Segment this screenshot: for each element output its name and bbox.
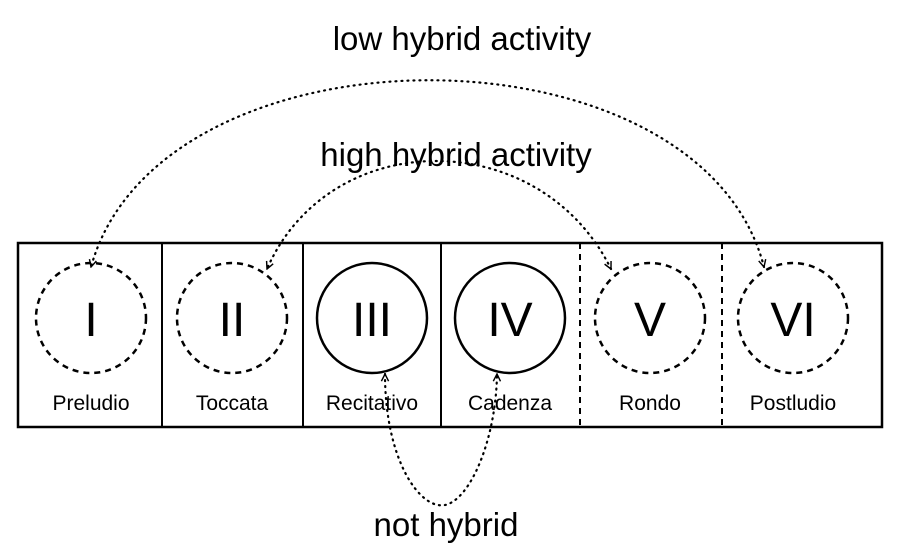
high-hybrid-activity-arrow [267,160,613,269]
not-hybrid-arrow [385,372,497,507]
movement-cell-6: VI Postludio [736,261,850,415]
movement-cell-2: II Toccata [175,261,289,415]
high-hybrid-activity-label: high hybrid activity [320,136,592,173]
movement-cell-1: I Preludio [34,261,148,415]
movement-numeral-1: I [84,294,97,347]
movement-numeral-6: VI [770,294,815,347]
low-hybrid-activity-arrow [91,79,764,267]
movement-name-5: Rondo [619,392,681,415]
movement-numeral-4: IV [487,294,532,347]
movement-numeral-2: II [219,294,246,347]
movement-name-3: Recitativo [326,392,418,415]
movement-numeral-3: III [352,294,392,347]
movement-cell-4: IV Cadenza [453,261,567,415]
movement-name-1: Preludio [52,392,129,415]
movement-cell-3: III Recitativo [315,261,429,415]
movement-name-2: Toccata [196,392,269,415]
movement-strip-frame [16,241,884,429]
movement-numeral-5: V [634,294,666,347]
movement-cell-5: V Rondo [593,261,707,415]
movement-circle-6 [736,261,850,375]
low-hybrid-activity-label: low hybrid activity [333,20,592,57]
not-hybrid-label: not hybrid [374,506,519,543]
movement-name-4: Cadenza [468,392,552,415]
movement-name-6: Postludio [750,392,836,415]
